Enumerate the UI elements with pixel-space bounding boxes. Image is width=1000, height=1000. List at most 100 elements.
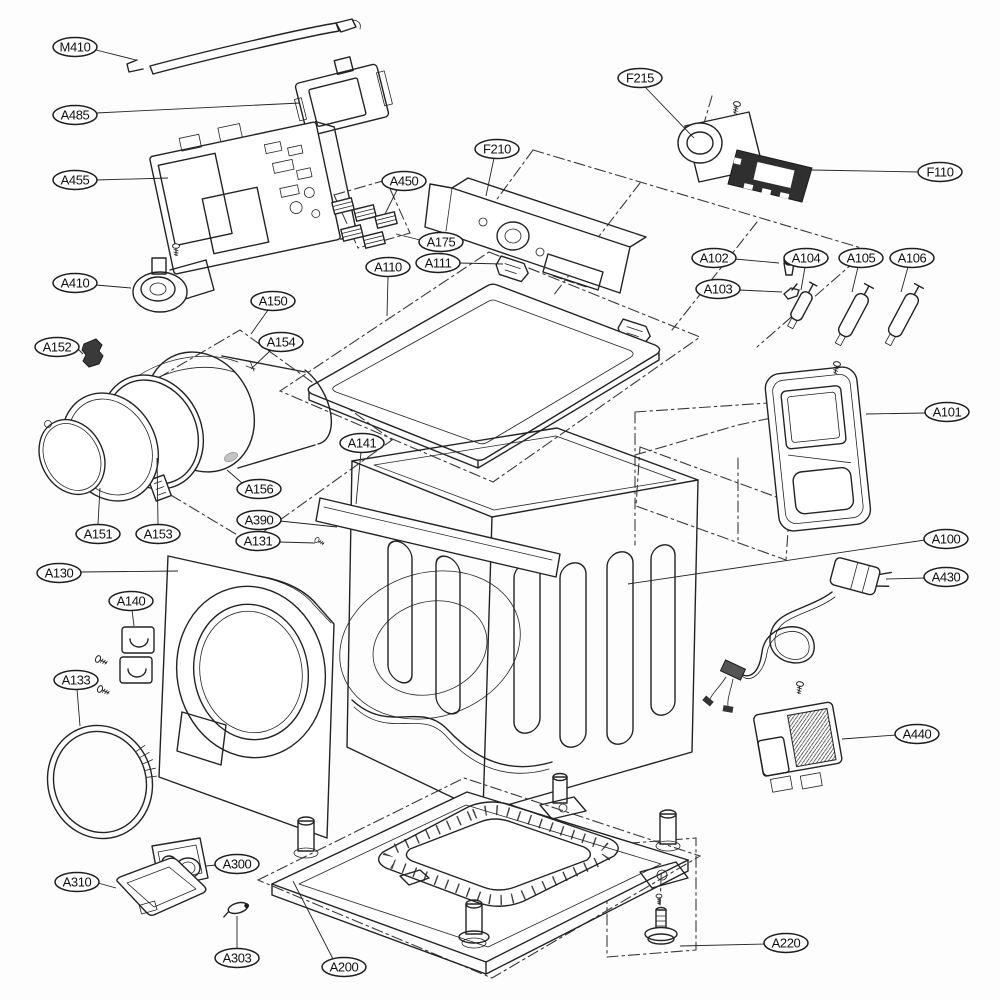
part-label-A450: A450 bbox=[381, 170, 427, 215]
svg-text:A156: A156 bbox=[245, 482, 274, 497]
part-pad bbox=[224, 451, 238, 463]
part-door-latch bbox=[81, 338, 104, 368]
part-wire-harness bbox=[126, 18, 361, 75]
part-pump-filter-housing bbox=[116, 837, 209, 916]
part-label-A140: A140 bbox=[108, 590, 154, 627]
part-rotary-knob-assembly bbox=[677, 100, 813, 203]
part-noise-filter bbox=[753, 680, 843, 793]
part-label-A430: A430 bbox=[885, 566, 969, 588]
svg-text:A103: A103 bbox=[704, 282, 733, 297]
part-label-A303: A303 bbox=[214, 916, 260, 969]
part-label-A106: A106 bbox=[889, 247, 935, 293]
part-main-pcb-assembly bbox=[149, 120, 359, 275]
svg-text:A140: A140 bbox=[117, 594, 146, 609]
part-label-F110: F110 bbox=[811, 161, 963, 183]
part-damper-2 bbox=[884, 282, 925, 347]
svg-text:A150: A150 bbox=[259, 294, 288, 309]
svg-text:A130: A130 bbox=[45, 566, 74, 581]
part-label-A410: A410 bbox=[52, 272, 132, 294]
part-front-panel bbox=[158, 555, 335, 839]
svg-text:A102: A102 bbox=[700, 251, 729, 266]
part-label-A151: A151 bbox=[75, 487, 121, 545]
svg-text:F215: F215 bbox=[626, 71, 654, 86]
part-hinge-bracket bbox=[495, 255, 529, 283]
part-label-A105: A105 bbox=[838, 247, 884, 293]
part-label-A390: A390 bbox=[236, 509, 338, 531]
part-label-A103: A103 bbox=[695, 278, 783, 300]
svg-text:A152: A152 bbox=[43, 340, 72, 355]
svg-text:A104: A104 bbox=[792, 251, 821, 266]
svg-text:A141: A141 bbox=[348, 436, 377, 451]
svg-text:A151: A151 bbox=[84, 527, 113, 542]
part-label-A101: A101 bbox=[865, 401, 970, 423]
part-labels: M410 A485 A455 A450 A175 A410 A110 A111 … bbox=[34, 36, 970, 978]
part-cabinet bbox=[313, 427, 699, 813]
part-label-A156: A156 bbox=[226, 469, 282, 500]
svg-text:A410: A410 bbox=[61, 276, 90, 291]
svg-text:F110: F110 bbox=[926, 165, 953, 180]
svg-text:F210: F210 bbox=[483, 142, 511, 157]
part-label-A152: A152 bbox=[34, 336, 84, 358]
part-label-A455: A455 bbox=[52, 169, 169, 191]
part-clip bbox=[783, 283, 800, 300]
part-label-F215: F215 bbox=[617, 67, 695, 139]
svg-text:A430: A430 bbox=[932, 570, 961, 585]
svg-text:A440: A440 bbox=[903, 727, 932, 742]
part-door-gasket-group bbox=[38, 338, 333, 502]
part-control-panel bbox=[424, 177, 647, 294]
svg-text:A220: A220 bbox=[772, 936, 801, 951]
svg-text:A131: A131 bbox=[244, 534, 273, 549]
part-hinge-pin bbox=[245, 360, 256, 372]
svg-text:A110: A110 bbox=[374, 260, 402, 275]
part-display-unit bbox=[294, 56, 393, 137]
part-label-A131: A131 bbox=[235, 530, 316, 552]
part-label-A110: A110 bbox=[365, 256, 411, 317]
part-label-A220: A220 bbox=[679, 932, 809, 954]
part-drain-cap bbox=[223, 901, 250, 918]
part-damper-small bbox=[787, 281, 818, 330]
part-label-A100: A100 bbox=[627, 528, 969, 585]
part-label-A111: A111 bbox=[415, 252, 504, 274]
svg-text:M410: M410 bbox=[60, 40, 91, 55]
svg-text:A455: A455 bbox=[61, 173, 90, 188]
svg-text:A101: A101 bbox=[933, 405, 962, 420]
svg-text:A111: A111 bbox=[425, 256, 452, 271]
svg-text:A175: A175 bbox=[427, 235, 456, 250]
part-label-A440: A440 bbox=[841, 723, 940, 745]
svg-text:A300: A300 bbox=[223, 857, 252, 872]
svg-text:A390: A390 bbox=[245, 513, 274, 528]
part-base-assembly bbox=[271, 772, 689, 975]
svg-text:A133: A133 bbox=[62, 673, 91, 688]
svg-text:A200: A200 bbox=[330, 960, 359, 975]
part-clamp-ring bbox=[46, 724, 158, 840]
part-label-A104: A104 bbox=[783, 247, 829, 291]
part-damper bbox=[834, 282, 875, 347]
part-label-A200: A200 bbox=[292, 880, 367, 978]
svg-text:A303: A303 bbox=[223, 951, 252, 966]
part-pressure-switch bbox=[132, 243, 215, 313]
part-label-A154: A154 bbox=[250, 331, 304, 370]
svg-text:A106: A106 bbox=[898, 251, 927, 266]
svg-text:A310: A310 bbox=[63, 875, 92, 890]
part-label-M410: M410 bbox=[52, 36, 137, 61]
part-label-A150: A150 bbox=[250, 290, 296, 335]
part-power-cord bbox=[702, 557, 893, 713]
svg-text:A153: A153 bbox=[144, 527, 173, 542]
part-label-A141: A141 bbox=[339, 432, 385, 505]
svg-text:A450: A450 bbox=[390, 174, 419, 189]
part-label-F210: F210 bbox=[474, 138, 520, 197]
part-label-A102: A102 bbox=[691, 247, 780, 269]
part-connector-cluster bbox=[331, 197, 398, 249]
part-label-A153: A153 bbox=[135, 457, 181, 545]
part-door-hinges bbox=[93, 626, 155, 697]
part-top-plate bbox=[307, 255, 661, 469]
part-rear-cover-frame bbox=[764, 360, 872, 532]
part-label-A175: A175 bbox=[395, 231, 464, 253]
part-label-A485: A485 bbox=[52, 102, 301, 126]
part-leveling-foot bbox=[644, 906, 678, 945]
part-filter-cover bbox=[116, 857, 207, 916]
svg-text:A100: A100 bbox=[932, 532, 961, 547]
part-label-A300: A300 bbox=[205, 853, 260, 875]
